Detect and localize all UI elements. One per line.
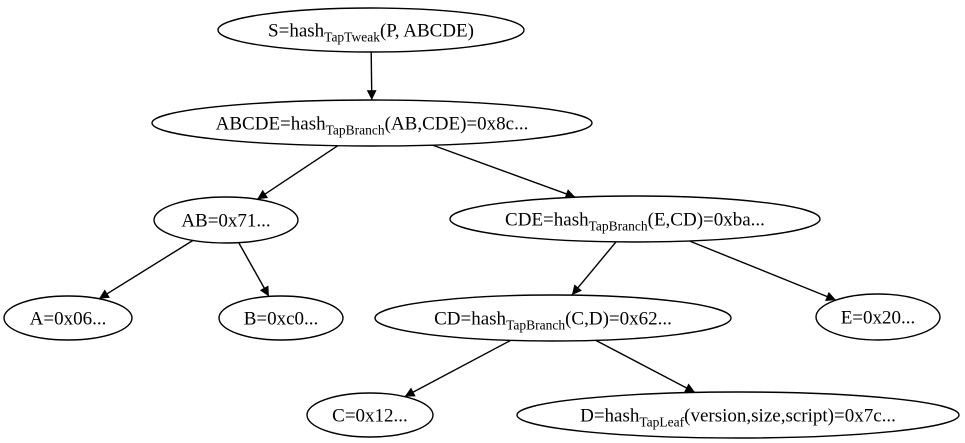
edge-CDE-E [689, 240, 837, 301]
node-S-ellipse [217, 7, 525, 53]
node-A-label: A=0x06... [30, 309, 107, 330]
node-S-label: S=hashTapTweak(P, ABCDE) [268, 21, 474, 45]
node-E-label: E=0x20... [841, 308, 916, 329]
label-segment: A=0x06... [30, 309, 107, 330]
label-segment: (C,D)=0x62... [565, 309, 672, 330]
node-CD: CD=hashTapBranch(C,D)=0x62... [374, 294, 732, 342]
label-segment: AB=0x71... [181, 211, 270, 232]
node-D: D=hashTapLeaf(version,size,script)=0x7c.… [516, 391, 960, 439]
node-AB-label: AB=0x71... [181, 211, 270, 232]
edge-S-ABCDE [366, 51, 377, 101]
label-segment: (AB,CDE)=0x8c... [385, 114, 529, 135]
node-CD-ellipse [374, 294, 732, 342]
label-segment: C=0x12... [332, 406, 408, 427]
node-ABCDE-label: ABCDE=hashTapBranch(AB,CDE)=0x8c... [216, 114, 529, 138]
node-B: B=0xc0... [218, 295, 344, 341]
label-segment: (E,CD)=0xba... [648, 210, 765, 231]
edge-ABCDE-CDE [432, 144, 576, 199]
node-B-label: B=0xc0... [244, 309, 319, 330]
label-segment: CDE=hash [505, 210, 589, 231]
label-segment: E=0x20... [841, 308, 916, 329]
edge-AB-B [238, 242, 270, 297]
label-segment: B=0xc0... [244, 309, 319, 330]
node-B-ellipse [218, 295, 344, 341]
label-subscript: TapBranch [326, 123, 385, 138]
node-ABCDE-ellipse [151, 99, 593, 147]
node-A-ellipse [3, 295, 133, 341]
label-segment: CD=hash [434, 309, 506, 330]
node-CDE-label: CDE=hashTapBranch(E,CD)=0xba... [505, 210, 765, 234]
node-C-ellipse [306, 392, 434, 438]
edge-CD-D [595, 339, 696, 394]
node-E: E=0x20... [815, 293, 941, 341]
node-D-ellipse [516, 391, 960, 439]
label-segment: D=hash [580, 406, 640, 427]
label-segment: (P, ABCDE) [380, 21, 474, 42]
label-subscript: TapTweak [324, 30, 380, 45]
label-subscript: TapBranch [506, 318, 565, 333]
edge-CDE-CD [571, 241, 617, 296]
node-D-label: D=hashTapLeaf(version,size,script)=0x7c.… [580, 406, 896, 430]
edges-layer [98, 51, 837, 398]
nodes-layer: S=hashTapTweak(P, ABCDE)ABCDE=hashTapBra… [3, 7, 960, 439]
node-CD-label: CD=hashTapBranch(C,D)=0x62... [434, 309, 672, 333]
label-subscript: TapBranch [589, 219, 648, 234]
edge-AB-A [98, 239, 194, 300]
node-CDE-ellipse [449, 195, 821, 243]
node-S: S=hashTapTweak(P, ABCDE) [217, 7, 525, 53]
node-AB: AB=0x71... [153, 196, 299, 244]
edge-CD-C [404, 339, 512, 398]
node-C: C=0x12... [306, 392, 434, 438]
label-segment: S=hash [268, 21, 325, 42]
label-segment: (version,size,script)=0x7c... [684, 406, 896, 427]
node-CDE: CDE=hashTapBranch(E,CD)=0xba... [449, 195, 821, 243]
node-A: A=0x06... [3, 295, 133, 341]
node-AB-ellipse [153, 196, 299, 244]
edge-ABCDE-AB [256, 145, 339, 200]
label-segment: ABCDE=hash [216, 114, 326, 135]
node-C-label: C=0x12... [332, 406, 408, 427]
node-ABCDE: ABCDE=hashTapBranch(AB,CDE)=0x8c... [151, 99, 593, 147]
node-E-ellipse [815, 293, 941, 341]
label-subscript: TapLeaf [639, 415, 684, 430]
